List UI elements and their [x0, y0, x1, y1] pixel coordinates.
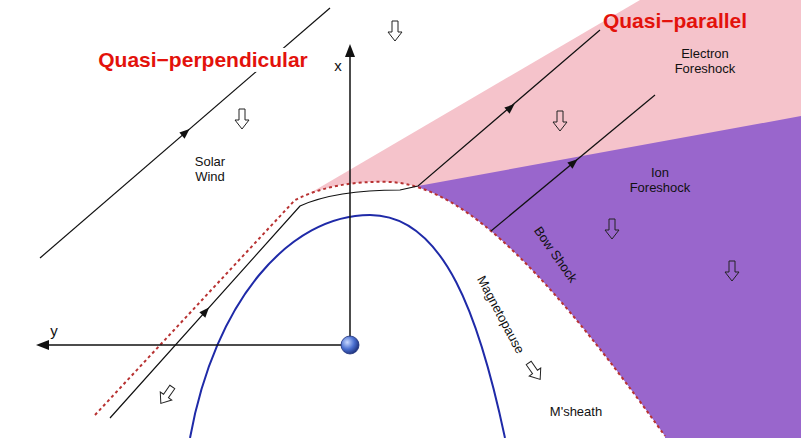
region-heading: Quasi−perpendicular: [95, 48, 311, 72]
bow-shock-curve: [95, 182, 665, 436]
field-arrowhead: [567, 156, 580, 169]
boundary-label: Magnetopause: [473, 274, 527, 357]
region-label: M'sheath: [550, 405, 602, 420]
flow-arrow: [155, 383, 178, 407]
y-axis: [46, 344, 350, 346]
flow-arrow: [725, 261, 739, 281]
flow-arrow: [388, 21, 402, 41]
region-label: Electron Foreshock: [668, 47, 742, 77]
field-arrowhead: [199, 305, 212, 318]
field-arrowhead: [179, 126, 192, 139]
field-line: [491, 95, 655, 231]
field-arrowhead: [504, 101, 517, 114]
axis-arrowhead: [36, 340, 49, 350]
axis-label: y: [50, 322, 58, 339]
shock-interior: [95, 182, 665, 438]
flow-arrow: [605, 219, 619, 239]
boundary-label: Bow Shock: [530, 224, 580, 286]
field-line: [110, 30, 600, 418]
region-label: Solar Wind: [184, 155, 236, 185]
axis-label: x: [334, 57, 342, 74]
earth-symbol: [341, 336, 359, 354]
flow-arrow: [553, 111, 567, 131]
magnetopause-curve: [190, 215, 505, 438]
region-heading: Quasi−parallel: [603, 9, 747, 33]
flow-arrow: [235, 109, 249, 129]
region-label: Ion Foreshock: [623, 166, 697, 196]
axis-arrowhead: [345, 44, 355, 57]
flow-arrow: [523, 359, 546, 383]
x-axis: [349, 54, 351, 345]
